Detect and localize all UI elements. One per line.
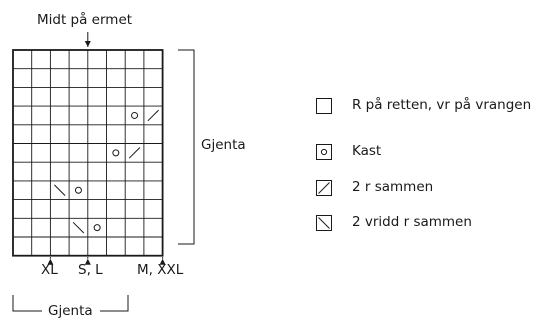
yarn-over-symbol xyxy=(74,186,82,194)
size-label-xl: XL xyxy=(41,262,58,278)
repeat-label-right: Gjenta xyxy=(201,137,246,153)
size-arrow-0-head xyxy=(47,258,54,265)
center-arrow-head xyxy=(84,41,91,47)
legend-label-k2tog-tbl: 2 vridd r sammen xyxy=(352,214,472,230)
repeat-label-bottom: Gjenta xyxy=(48,303,93,319)
repeat-bracket-bottom xyxy=(12,295,129,312)
yarn-over-icon xyxy=(316,144,332,160)
knitting-chart-grid xyxy=(12,49,164,257)
legend-label-knit: R på retten, vr på vrangen xyxy=(352,97,532,113)
k2tog-icon xyxy=(316,180,332,196)
k2tog-tbl-symbol xyxy=(54,184,66,196)
yarn-over-symbol xyxy=(112,149,120,157)
repeat-bracket-right xyxy=(178,49,195,245)
chart-border xyxy=(12,49,164,257)
size-arrow-1-head xyxy=(84,258,91,265)
blank-square-icon xyxy=(316,98,332,114)
size-label-m-xxl: M, XXL xyxy=(137,262,184,278)
legend-label-k2tog: 2 r sammen xyxy=(352,179,434,195)
k2tog-tbl-symbol xyxy=(72,221,85,234)
size-arrow-2-head xyxy=(159,258,166,265)
yarn-over-symbol xyxy=(131,111,139,119)
size-label-s-l: S, L xyxy=(78,262,103,278)
chart-arrows xyxy=(47,32,166,265)
yarn-over-symbol xyxy=(93,224,101,232)
legend-label-yarn-over: Kast xyxy=(352,143,382,159)
chart-symbols xyxy=(54,109,159,234)
k2tog-symbol xyxy=(147,109,159,122)
k2tog-tbl-icon xyxy=(316,215,332,231)
chart-title: Midt på ermet xyxy=(37,12,133,28)
k2tog-symbol xyxy=(128,147,141,159)
